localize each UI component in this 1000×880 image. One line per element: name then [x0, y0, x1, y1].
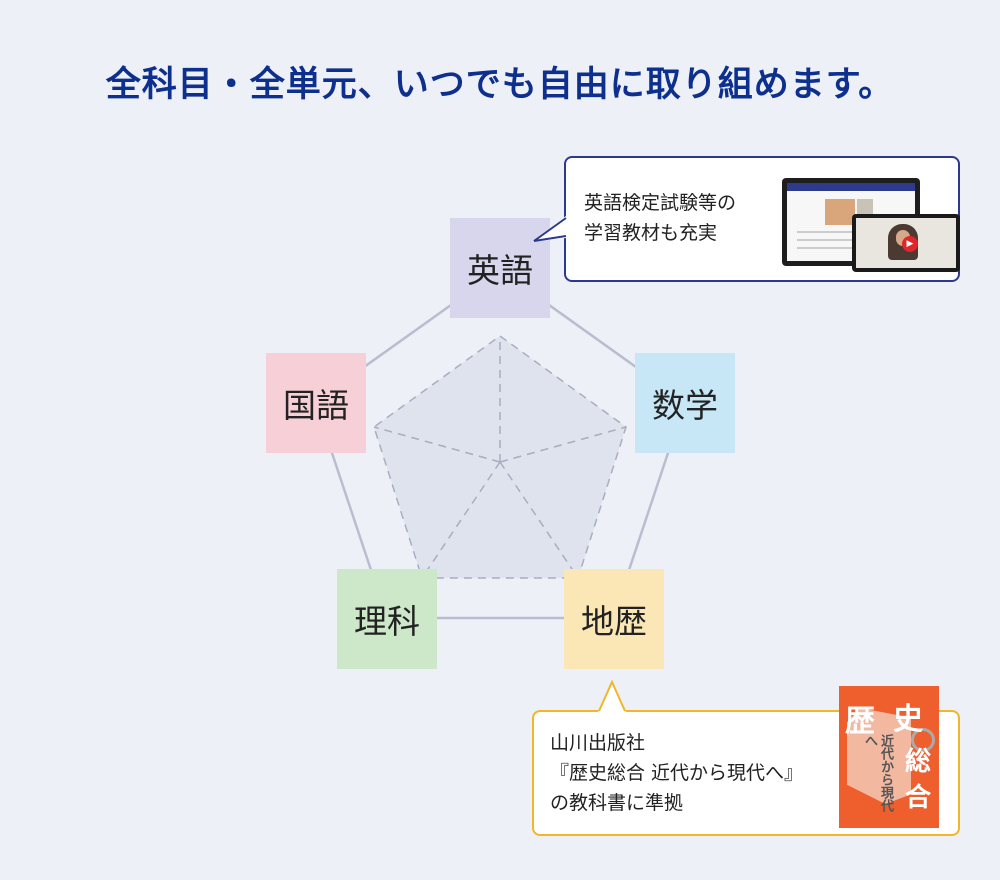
callout-history-tail	[598, 679, 626, 712]
pentagon-spokes	[373, 336, 627, 579]
callout-english: 英語検定試験等の 学習教材も充実 ▶	[564, 156, 960, 282]
callout-line: 『歴史総合 近代から現代へ』	[550, 762, 804, 784]
textbook-cover: 歴 史 総合 近代から現代へ	[839, 686, 939, 828]
subject-label: 数学	[652, 386, 718, 425]
page-title: 全科目・全単元、いつでも自由に取り組めます。	[105, 65, 895, 105]
play-icon: ▶	[902, 236, 918, 252]
callout-english-text: 英語検定試験等の 学習教材も充実	[584, 188, 736, 248]
book-subtitle: 近代から現代へ	[862, 734, 893, 812]
subject-japanese[interactable]: 国語	[266, 353, 366, 453]
book-title-bottom: 総合	[905, 747, 932, 813]
callout-history-text: 山川出版社 『歴史総合 近代から現代へ』 の教科書に準拠	[550, 728, 803, 818]
callout-english-tail	[532, 216, 567, 242]
subject-science[interactable]: 理科	[337, 569, 437, 669]
gear-icon	[911, 728, 935, 752]
book-title-char: 史	[893, 702, 923, 737]
subject-label: 地歴	[581, 602, 647, 641]
book-title-char: 歴	[845, 704, 875, 739]
subject-label: 国語	[283, 386, 349, 425]
subject-label: 理科	[354, 602, 420, 641]
pentagon-inner-outline	[373, 335, 627, 579]
callout-history: 山川出版社 『歴史総合 近代から現代へ』 の教科書に準拠 歴 史 総合 近代から…	[532, 686, 960, 836]
video-thumbnail: ▶	[852, 214, 960, 272]
callout-line: 学習教材も充実	[584, 222, 718, 244]
subject-geography-history[interactable]: 地歴	[564, 569, 664, 669]
subject-english[interactable]: 英語	[450, 218, 550, 318]
subject-math[interactable]: 数学	[635, 353, 735, 453]
callout-line: の教科書に準拠	[550, 792, 684, 814]
callout-line: 英語検定試験等の	[584, 192, 737, 214]
callout-line: 山川出版社	[550, 732, 646, 754]
subject-label: 英語	[467, 251, 533, 290]
